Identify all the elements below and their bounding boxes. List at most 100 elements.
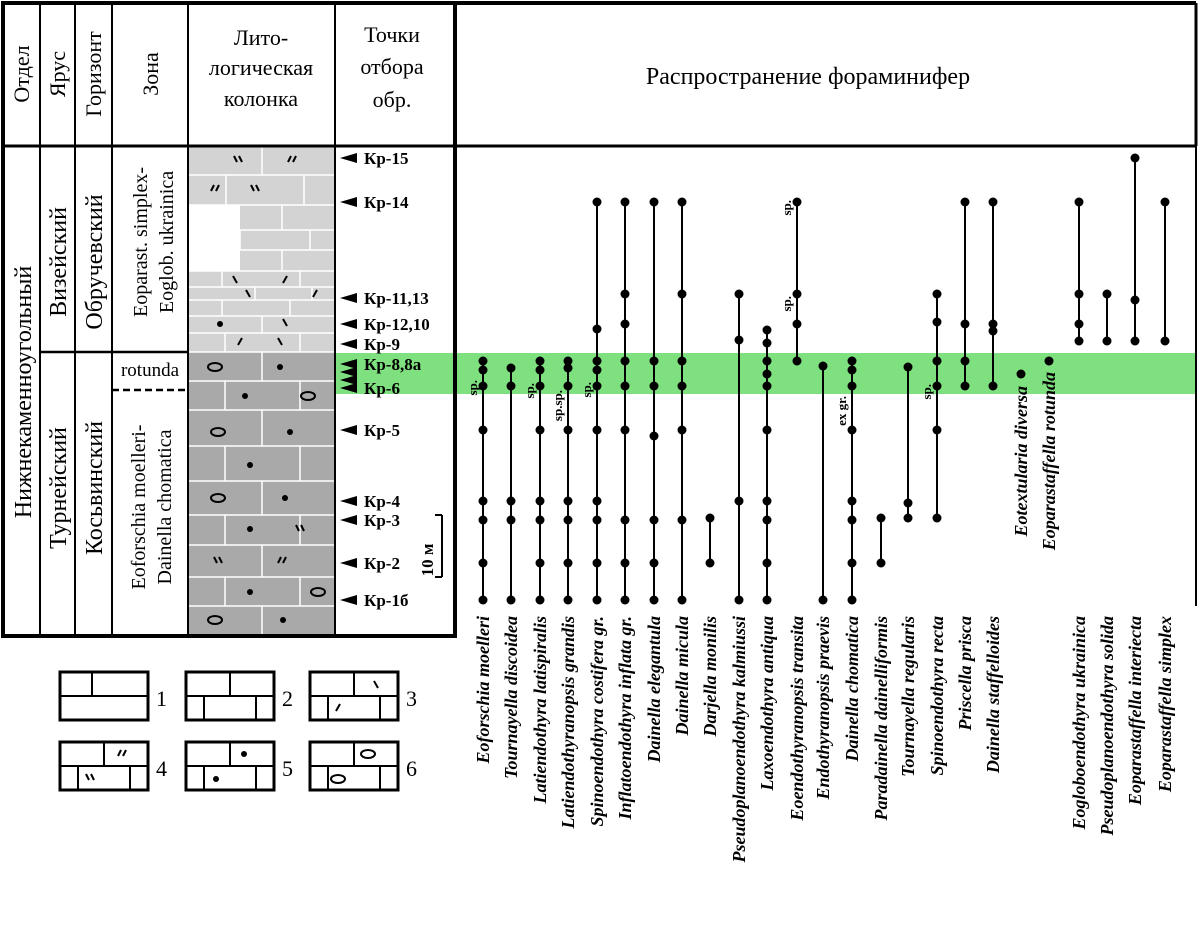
lithology-column xyxy=(188,146,335,636)
sample-point: Кр-6 xyxy=(340,379,400,398)
species-name: Pseudoplanoendothyra kalmiussi xyxy=(729,616,749,864)
sample-label: Кр-5 xyxy=(364,421,400,440)
occurrence-dot xyxy=(932,317,942,327)
species-name: Dainella micula xyxy=(672,616,692,737)
occurrence-dot xyxy=(592,365,602,375)
zona-upper-line-1: Eoparast. simplex- xyxy=(130,167,152,317)
legend-number: 1 xyxy=(156,686,167,711)
occurrence-dot xyxy=(847,425,857,435)
occurrence-dot xyxy=(677,515,687,525)
occurrence-dot xyxy=(677,197,687,207)
sample-point: Кр-4 xyxy=(340,492,400,511)
legend-number: 6 xyxy=(406,756,417,781)
occurrence-dot xyxy=(649,515,659,525)
occurrence-dot xyxy=(620,289,630,299)
occurrence-dot xyxy=(649,356,659,366)
species-name: Tournayella discoidea xyxy=(501,616,521,779)
species-name: Dainella elegantula xyxy=(644,616,664,764)
species-range: Endothyranopsis praevis xyxy=(813,361,833,801)
zona-rotunda-label: rotunda xyxy=(121,360,180,381)
sample-label: Кр-15 xyxy=(364,149,408,168)
occurrence-dot xyxy=(792,356,802,366)
species-note: sp. xyxy=(465,380,480,396)
occurrence-dot xyxy=(563,558,573,568)
legend-number: 2 xyxy=(282,686,293,711)
header-tochki-1: Точки xyxy=(364,22,420,47)
occurrence-dot xyxy=(1074,289,1084,299)
occurrence-dot xyxy=(677,595,687,605)
occurrence-dot xyxy=(677,425,687,435)
sample-label: Кр-8,8а xyxy=(364,355,422,374)
lithology-white-gap xyxy=(188,205,240,271)
occurrence-dot xyxy=(1102,289,1112,299)
species-range: Pseudoplanoendothyra kalmiussi xyxy=(729,289,749,864)
legend-number: 4 xyxy=(156,756,167,781)
occurrence-dot xyxy=(847,515,857,525)
header-tochki-2: отбора xyxy=(360,54,424,79)
species-name: Spinoendothyra recta xyxy=(927,616,947,776)
species-name: Spinoendothyra costifera gr. xyxy=(587,616,607,827)
occurrence-dot xyxy=(649,381,659,391)
occurrence-dot xyxy=(705,558,715,568)
occurrence-dot xyxy=(478,365,488,375)
header-zona: Зона xyxy=(138,52,163,96)
occurrence-dot xyxy=(762,356,772,366)
occurrence-dot xyxy=(620,197,630,207)
species-range: Spinoendothyra costifera gr.sp. xyxy=(579,197,607,827)
sample-point: Кр-1б xyxy=(340,591,408,610)
occurrence-dot xyxy=(592,381,602,391)
occurrence-dot xyxy=(620,595,630,605)
occurrence-dot xyxy=(705,513,715,523)
occurrence-dot xyxy=(592,425,602,435)
species-name: Tournayella regularis xyxy=(898,616,918,777)
occurrence-dot xyxy=(535,496,545,506)
occurrence-dot xyxy=(734,335,744,345)
species-range: Laxoendothyra antiqua xyxy=(757,325,777,792)
zona-lower-line-2: Dainella chomatica xyxy=(154,429,176,584)
species-range: Tournayella discoidea xyxy=(501,363,521,779)
header-yarus: Ярус xyxy=(45,51,70,97)
species-note: sp. xyxy=(522,383,537,399)
species-name: Darjella monilis xyxy=(700,616,720,738)
species-range: Eogloboendothyra ukrainica xyxy=(1069,197,1089,831)
occurrence-dot xyxy=(734,289,744,299)
occurrence-dot xyxy=(734,496,744,506)
sample-label: Кр-4 xyxy=(364,492,400,511)
occurrence-dot xyxy=(649,558,659,568)
occurrence-dot xyxy=(592,356,602,366)
sample-point: Кр-12,10 xyxy=(340,315,430,334)
sample-label: Кр-9 xyxy=(364,335,400,354)
occurrence-dot xyxy=(563,425,573,435)
occurrence-dot xyxy=(847,595,857,605)
occurrence-dot xyxy=(1074,336,1084,346)
occurrence-dot xyxy=(535,558,545,568)
occurrence-dot xyxy=(478,425,488,435)
occurrence-dot xyxy=(478,356,488,366)
occurrence-dot xyxy=(876,558,886,568)
occurrence-dot xyxy=(649,595,659,605)
occurrence-dot xyxy=(620,425,630,435)
sample-point: Кр-3 xyxy=(340,511,400,530)
occurrence-dot xyxy=(792,289,802,299)
occurrence-dot xyxy=(960,197,970,207)
occurrence-dot xyxy=(506,515,516,525)
occurrence-dot xyxy=(677,289,687,299)
header-otdel: Отдел xyxy=(9,45,34,102)
occurrence-dot xyxy=(818,595,828,605)
legend-item: 6 xyxy=(308,740,417,792)
species-name: Endothyranopsis praevis xyxy=(813,616,833,801)
sample-label: Кр-2 xyxy=(364,554,400,573)
species-range: Eoparastaffella rotunda xyxy=(1039,356,1059,551)
occurrence-dot xyxy=(535,365,545,375)
occurrence-dot xyxy=(988,197,998,207)
occurrence-dot xyxy=(762,595,772,605)
species-range: Paradainella dainelliformis xyxy=(871,513,891,822)
gorizont-lower-label: Косьвинский xyxy=(82,421,108,555)
occurrence-dot xyxy=(988,319,998,329)
occurrence-dot xyxy=(932,356,942,366)
species-note: sp.sp. xyxy=(550,390,565,421)
